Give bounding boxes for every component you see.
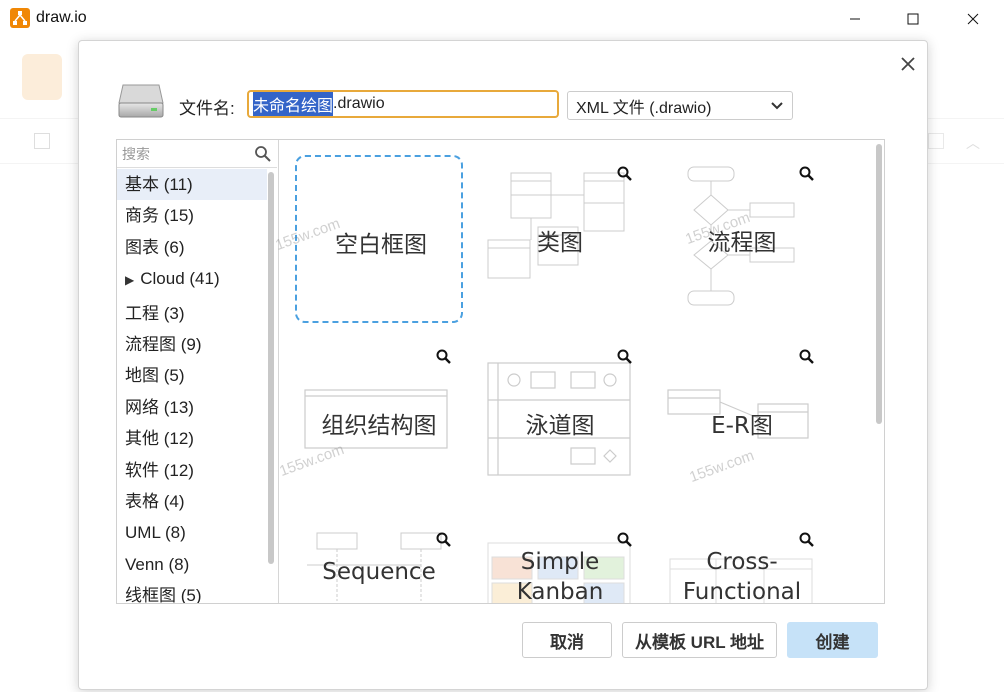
category-label: 工程 (3) bbox=[125, 303, 185, 323]
maximize-button[interactable] bbox=[890, 0, 936, 38]
from-template-url-button[interactable]: 从模板 URL 地址 bbox=[622, 622, 777, 658]
zoom-preview-icon[interactable] bbox=[616, 348, 634, 366]
category-label: Venn (8) bbox=[125, 554, 190, 574]
cross-functional-thumbnail bbox=[669, 558, 813, 603]
filename-selected-text: 未命名绘图 bbox=[253, 92, 334, 116]
panel-icon bbox=[34, 133, 50, 149]
category-sidebar: 基本 (11) 商务 (15) 图表 (6) ▶ Cloud (41) 工程 (3… bbox=[117, 140, 279, 604]
category-item-software[interactable]: 软件 (12) bbox=[117, 455, 267, 486]
category-label: 线框图 (5) bbox=[125, 586, 202, 604]
category-item-maps[interactable]: 地图 (5) bbox=[117, 360, 267, 391]
drawio-logo-icon bbox=[10, 8, 30, 28]
zoom-preview-icon[interactable] bbox=[798, 348, 816, 366]
kanban-thumbnail bbox=[487, 542, 631, 603]
filename-label: 文件名: bbox=[179, 99, 235, 118]
category-label: 其他 (12) bbox=[125, 429, 194, 449]
swimlane-thumbnail bbox=[487, 362, 631, 476]
zoom-preview-icon[interactable] bbox=[798, 531, 816, 549]
template-org-chart[interactable]: 组织结构图 bbox=[295, 338, 463, 506]
category-item-engineering[interactable]: 工程 (3) bbox=[117, 298, 267, 329]
template-label-line2: Kanban bbox=[516, 579, 604, 604]
category-label: 网络 (13) bbox=[125, 397, 194, 417]
search-icon[interactable] bbox=[254, 145, 272, 163]
category-label: 基本 (11) bbox=[125, 175, 193, 194]
category-item-charts[interactable]: 图表 (6) bbox=[117, 232, 267, 263]
template-label: 类图 bbox=[537, 230, 583, 256]
template-label: Cross- bbox=[706, 549, 778, 575]
zoom-preview-icon[interactable] bbox=[798, 165, 816, 183]
template-label: 泳道图 bbox=[525, 413, 595, 439]
category-label: 地图 (5) bbox=[125, 366, 185, 386]
category-label: 图表 (6) bbox=[125, 237, 185, 257]
category-item-other[interactable]: 其他 (12) bbox=[117, 423, 267, 454]
category-item-uml[interactable]: UML (8) bbox=[117, 517, 267, 548]
zoom-preview-icon[interactable] bbox=[616, 531, 634, 549]
zoom-preview-icon[interactable] bbox=[616, 165, 634, 183]
close-window-button[interactable] bbox=[950, 0, 996, 38]
category-item-tables[interactable]: 表格 (4) bbox=[117, 486, 267, 517]
template-label: Sequence bbox=[322, 559, 436, 585]
category-item-flowchart[interactable]: 流程图 (9) bbox=[117, 329, 267, 360]
minimize-button[interactable] bbox=[832, 0, 878, 38]
hard-drive-icon bbox=[117, 81, 165, 121]
template-label: 流程图 bbox=[707, 230, 777, 256]
category-label: Cloud (41) bbox=[140, 269, 220, 289]
template-sequence[interactable]: Sequence bbox=[295, 521, 463, 603]
template-swimlane[interactable]: 泳道图 bbox=[476, 338, 644, 506]
category-item-wireframes[interactable]: 线框图 (5) bbox=[117, 580, 267, 604]
window-titlebar: draw.io bbox=[0, 0, 1004, 38]
category-label: 流程图 (9) bbox=[125, 334, 202, 354]
template-label-line2: Functional bbox=[682, 579, 802, 604]
template-cross-functional[interactable]: Cross- Functional bbox=[658, 521, 826, 604]
class-diagram-thumbnail bbox=[487, 172, 625, 279]
search-box bbox=[117, 140, 277, 168]
category-label: 商务 (15) bbox=[125, 206, 194, 226]
collapse-icon: ︿ bbox=[966, 135, 980, 151]
filename-input[interactable]: 未命名绘图.drawio bbox=[247, 90, 559, 118]
template-grid: 空白框图 类图 bbox=[273, 140, 875, 604]
category-list: 基本 (11) 商务 (15) 图表 (6) ▶ Cloud (41) 工程 (3… bbox=[117, 169, 267, 604]
search-input[interactable] bbox=[117, 140, 249, 167]
category-item-cloud[interactable]: ▶ Cloud (41) bbox=[117, 263, 267, 294]
new-diagram-dialog: 文件名: 未命名绘图.drawio XML 文件 (.drawio) 基本 (1… bbox=[78, 40, 928, 690]
zoom-preview-icon[interactable] bbox=[435, 531, 453, 549]
category-item-venn[interactable]: Venn (8) bbox=[117, 549, 267, 580]
category-label: 软件 (12) bbox=[125, 460, 194, 480]
dialog-close-icon[interactable] bbox=[897, 53, 919, 75]
category-item-business[interactable]: 商务 (15) bbox=[117, 200, 267, 231]
template-label: 空白框图 bbox=[335, 232, 427, 258]
org-chart-thumbnail bbox=[304, 389, 448, 449]
format-panel-icon bbox=[928, 133, 944, 149]
category-label: UML (8) bbox=[125, 523, 186, 543]
template-er-diagram[interactable]: E-R图 bbox=[658, 338, 826, 506]
zoom-preview-icon[interactable] bbox=[435, 348, 453, 366]
template-blank[interactable]: 空白框图 bbox=[295, 155, 463, 323]
grid-scrollbar[interactable] bbox=[876, 144, 882, 424]
filename-extension: .drawio bbox=[333, 95, 385, 112]
template-flowchart[interactable]: 流程图 bbox=[658, 155, 826, 323]
category-item-basic[interactable]: 基本 (11) bbox=[117, 169, 267, 201]
er-diagram-thumbnail bbox=[667, 389, 809, 439]
filetype-value: XML 文件 (.drawio) bbox=[576, 99, 712, 117]
chevron-down-icon bbox=[771, 101, 783, 109]
flowchart-thumbnail bbox=[687, 166, 795, 306]
sidebar-scrollbar[interactable] bbox=[268, 172, 274, 564]
background-logo-icon bbox=[22, 54, 62, 100]
category-label: 表格 (4) bbox=[125, 491, 185, 511]
cancel-button[interactable]: 取消 bbox=[522, 622, 612, 658]
template-label: E-R图 bbox=[711, 413, 773, 439]
template-label: Simple bbox=[520, 549, 600, 575]
template-panel: 基本 (11) 商务 (15) 图表 (6) ▶ Cloud (41) 工程 (3… bbox=[116, 139, 885, 604]
filetype-select[interactable]: XML 文件 (.drawio) bbox=[567, 91, 793, 120]
create-button[interactable]: 创建 bbox=[787, 622, 878, 658]
category-item-network[interactable]: 网络 (13) bbox=[117, 392, 267, 423]
template-simple-kanban[interactable]: Simple Kanban bbox=[476, 521, 644, 604]
template-label: 组织结构图 bbox=[321, 413, 437, 439]
window-title: draw.io bbox=[36, 9, 87, 26]
template-class-diagram[interactable]: 类图 bbox=[476, 155, 644, 323]
expand-arrow-icon: ▶ bbox=[125, 273, 135, 288]
sequence-thumbnail bbox=[307, 532, 442, 601]
